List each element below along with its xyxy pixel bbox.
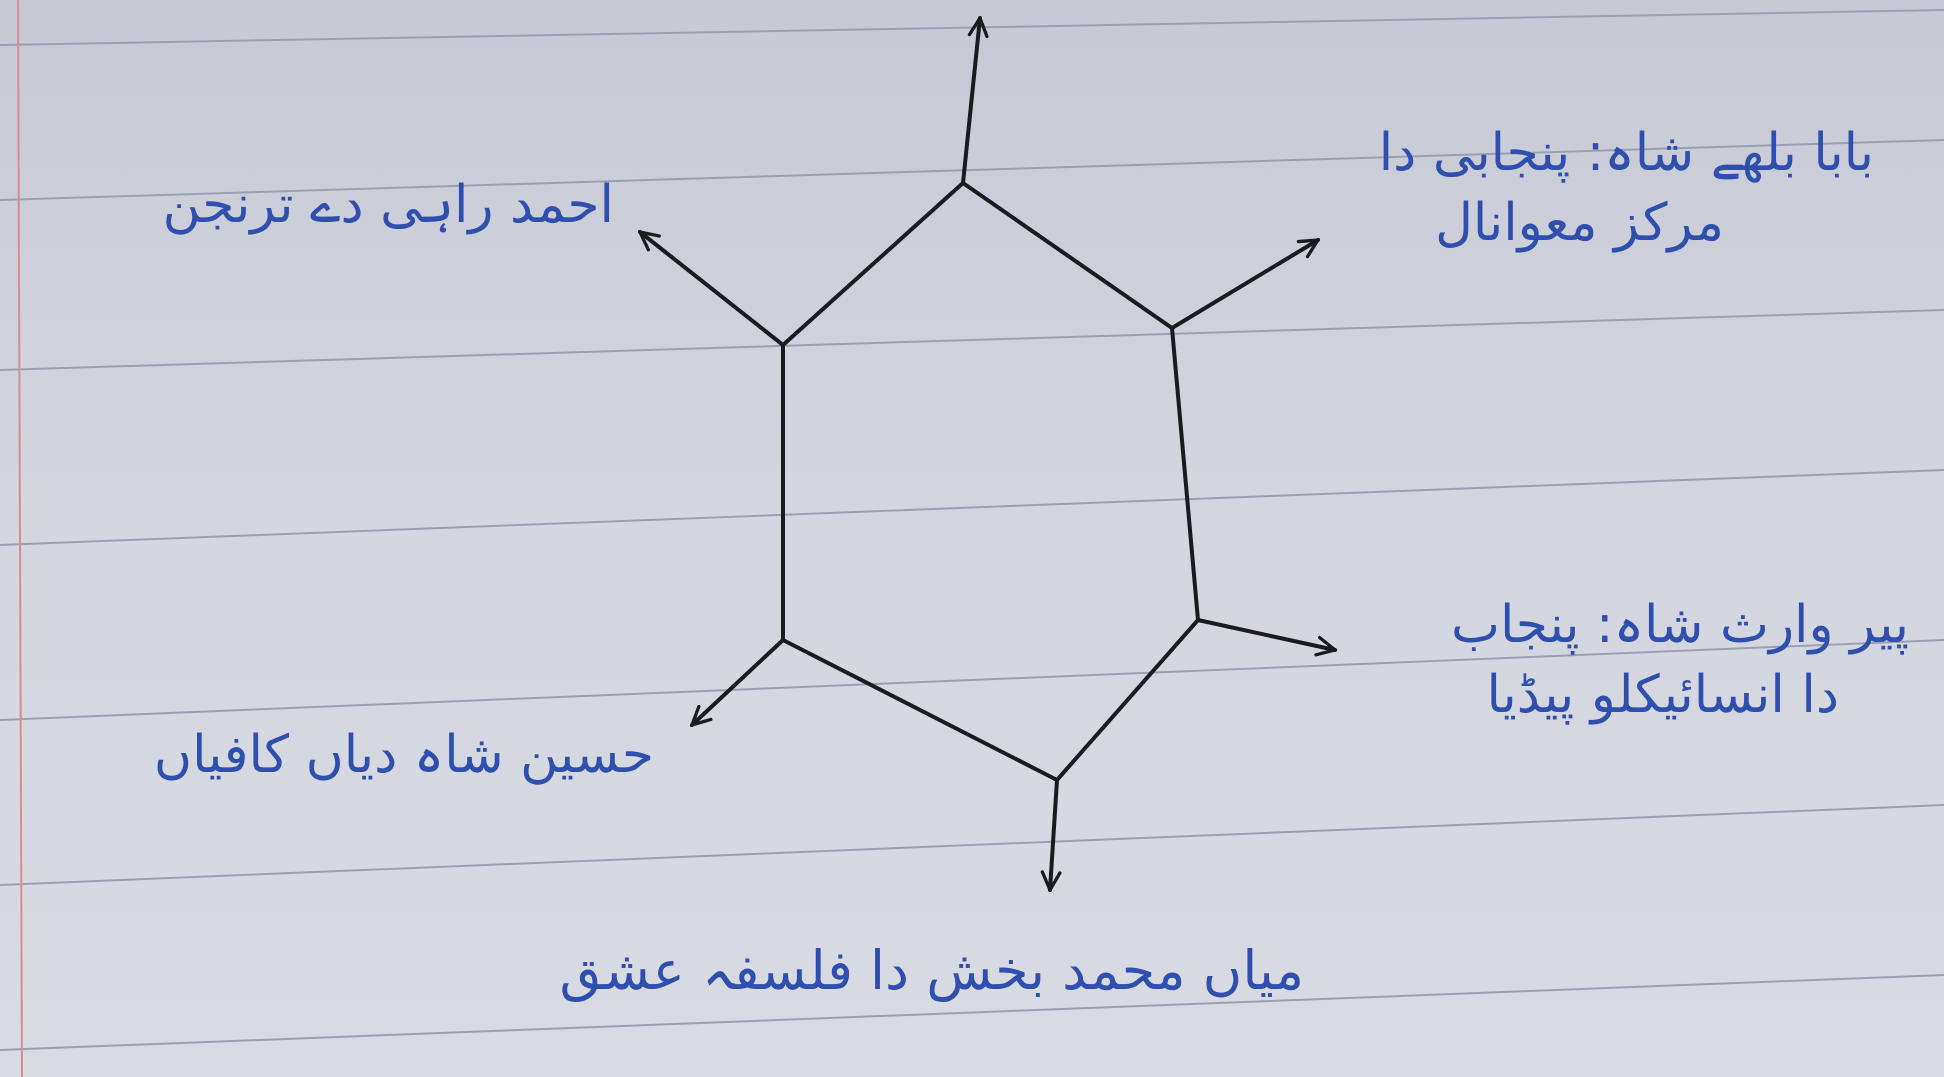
label-line: بابا بلھے شاہ: پنجابی دا: [1378, 123, 1874, 183]
label-line: میاں محمد بخش دا فلسفہ عشق: [559, 939, 1304, 1002]
rule-line: [0, 309, 1944, 371]
rule-lines: [0, 9, 1944, 1051]
rule-line: [0, 9, 1944, 46]
label-bottom: میاں محمد بخش دا فلسفہ عشق: [559, 935, 1304, 1008]
rule-line: [0, 804, 1944, 886]
rule-line: [0, 974, 1944, 1051]
rule-line: [0, 139, 1944, 201]
connector-arrows: [640, 18, 1335, 890]
arrow-up: [961, 18, 980, 185]
label-line: دا انسائیکلو پیڈیا: [1486, 665, 1839, 726]
margin-line: [17, 0, 23, 1077]
label-bottom-right: پیر وارث شاہ: پنجاب دا انسائیکلو پیڈیا: [1451, 590, 1909, 730]
hexagon-shape: [781, 181, 1200, 782]
label-line: پیر وارث شاہ: پنجاب: [1451, 595, 1909, 655]
label-line: احمد راہی دے ترنجن: [162, 175, 614, 235]
arrow-bottom-right: [1196, 618, 1335, 650]
arrow-down: [1050, 778, 1057, 890]
rule-line: [0, 639, 1944, 721]
label-top-left: احمد راہی دے ترنجن: [163, 170, 614, 240]
arrow-bottom-left: [692, 638, 785, 725]
arrow-top-left: [640, 232, 785, 347]
arrow-top-right: [1170, 238, 1318, 330]
label-line: مرکز معوانال: [1435, 193, 1724, 254]
label-line: حسین شاہ دیاں کافیاں: [153, 725, 654, 785]
rule-line: [0, 469, 1944, 546]
label-top-right: بابا بلھے شاہ: پنجابی دا مرکز معوانال: [1379, 118, 1874, 258]
label-bottom-left: حسین شاہ دیاں کافیاں: [154, 720, 654, 790]
